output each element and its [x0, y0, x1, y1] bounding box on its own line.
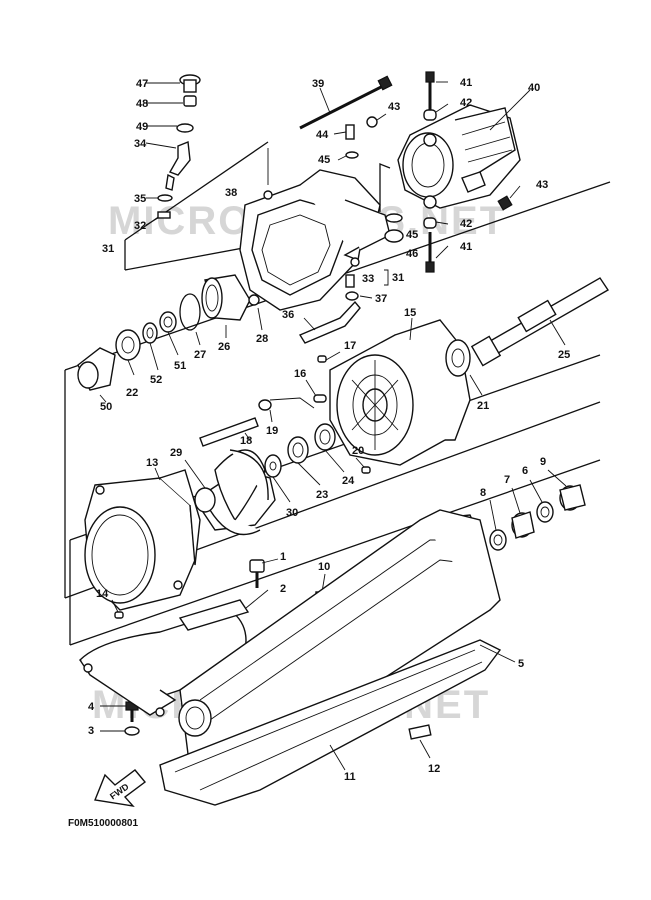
- pump-tunnel-body: [159, 509, 516, 806]
- callout-42: 42: [460, 97, 472, 109]
- callout-37: 37: [375, 293, 387, 305]
- nozzle-housing: [84, 467, 201, 619]
- callout-18: 18: [240, 435, 252, 447]
- callout-20: 20: [352, 445, 364, 457]
- impeller: [184, 449, 276, 536]
- callout-43b: 43: [536, 179, 548, 191]
- callout-46: 46: [406, 248, 418, 260]
- callout-5: 5: [518, 658, 524, 670]
- callout-50: 50: [100, 401, 112, 413]
- callout-47: 47: [136, 78, 148, 90]
- callout-10: 10: [318, 561, 330, 573]
- long-bolt: [299, 75, 393, 130]
- callout-24: 24: [342, 475, 355, 487]
- callout-40: 40: [528, 82, 540, 94]
- callout-51: 51: [174, 360, 186, 372]
- callout-11: 11: [344, 771, 356, 783]
- callout-12: 12: [428, 763, 440, 775]
- callout-31: 31: [102, 243, 114, 255]
- outlet-nozzle-parts: [179, 269, 389, 346]
- motor-fasteners: [333, 71, 521, 273]
- callout-2: 2: [280, 583, 286, 595]
- callout-7: 7: [504, 474, 510, 486]
- hose-fitting-parts: [145, 74, 201, 226]
- callout-52: 52: [150, 374, 162, 386]
- pump-cover: [78, 589, 269, 717]
- callout-41: 41: [460, 77, 472, 89]
- callout-36: 36: [282, 309, 294, 321]
- callout-41b: 41: [460, 241, 472, 253]
- reverse-gate-bushings: [489, 469, 586, 551]
- fwd-arrow-icon: FWD: [94, 769, 147, 807]
- callout-labels: 47 48 49 34 35 32 31 38 39 40 41 42 43 4…: [88, 77, 570, 783]
- callout-45b: 45: [406, 229, 418, 241]
- callout-39: 39: [312, 78, 324, 90]
- callout-28: 28: [256, 333, 268, 345]
- callout-34: 34: [134, 138, 147, 150]
- callout-3: 3: [88, 725, 94, 737]
- callout-21: 21: [477, 400, 489, 412]
- callout-35: 35: [134, 193, 146, 205]
- pins-and-rod: [199, 351, 371, 474]
- callout-8: 8: [480, 487, 486, 499]
- callout-14: 14: [96, 588, 109, 600]
- callout-16: 16: [294, 368, 306, 380]
- intake-duct-housing: [239, 148, 391, 311]
- callout-31b: 31: [392, 272, 404, 284]
- callout-13: 13: [146, 457, 158, 469]
- callout-22: 22: [126, 387, 138, 399]
- callout-19: 19: [266, 425, 278, 437]
- callout-44: 44: [316, 129, 329, 141]
- callout-23: 23: [316, 489, 328, 501]
- callout-15: 15: [404, 307, 416, 319]
- callout-45: 45: [318, 154, 330, 166]
- callout-26: 26: [218, 341, 230, 353]
- callout-32: 32: [134, 220, 146, 232]
- callout-29: 29: [170, 447, 182, 459]
- callout-6: 6: [522, 465, 528, 477]
- bearings-and-seals: [77, 311, 345, 503]
- callout-42b: 42: [460, 218, 472, 230]
- callout-33: 33: [362, 273, 374, 285]
- impeller-housing: [329, 317, 483, 466]
- callout-9: 9: [540, 456, 546, 468]
- callout-17: 17: [344, 340, 356, 352]
- callout-25: 25: [558, 349, 570, 361]
- drive-shaft: [470, 277, 609, 367]
- callout-4: 4: [88, 701, 95, 713]
- motor-unit: [397, 89, 531, 209]
- callout-27: 27: [194, 349, 206, 361]
- callout-38: 38: [225, 187, 237, 199]
- callout-49: 49: [136, 121, 148, 133]
- callout-1: 1: [280, 551, 286, 563]
- callout-43: 43: [388, 101, 400, 113]
- drawing-code: F0M510000801: [68, 818, 138, 829]
- callout-30: 30: [286, 507, 298, 519]
- callout-48: 48: [136, 98, 148, 110]
